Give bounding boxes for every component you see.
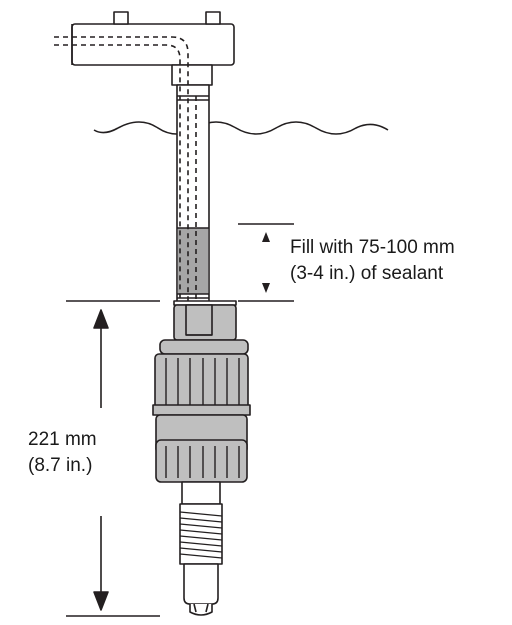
water-surface [117, 121, 389, 135]
junction-box [71, 11, 235, 86]
sealant-fill [177, 228, 209, 294]
sensor-cable [54, 36, 197, 302]
sealant-annotation-line1: Fill with 75-100 mm [290, 237, 455, 258]
length-annotation-line2: (8.7 in.) [28, 455, 93, 476]
length-dimension-arrow [93, 309, 109, 611]
water-surface-left [93, 127, 119, 134]
sensor-body [152, 300, 251, 616]
sealant-annotation-line2: (3-4 in.) of sealant [290, 263, 444, 284]
length-annotation-line1: 221 mm [28, 429, 97, 450]
sealant-arrows [262, 232, 270, 293]
